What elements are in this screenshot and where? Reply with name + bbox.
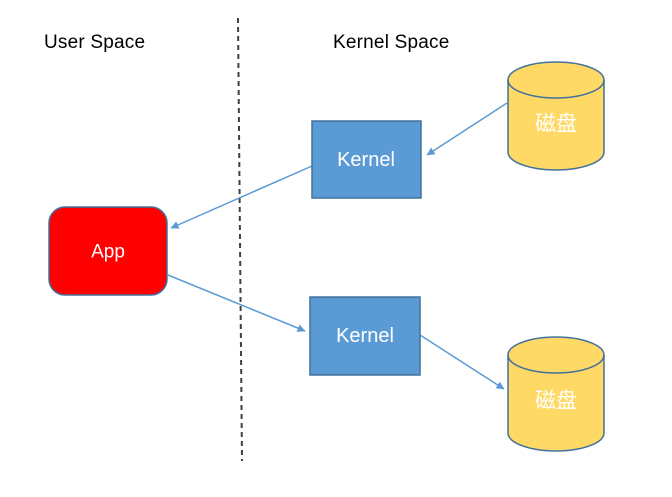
disk-top-cylinder-shape — [507, 61, 605, 171]
kernel-top-node: Kernel — [311, 120, 422, 199]
arrow-app-to-kernel-bottom — [167, 274, 306, 332]
arrow-kernel-bottom-to-disk-bottom — [419, 334, 505, 390]
kernel-top-node-shape — [311, 120, 422, 199]
arrow-kernel-top-to-app — [170, 165, 313, 229]
disk-top-cylinder-rim — [507, 79, 605, 99]
disk-top-node-label: 磁盘 — [535, 113, 577, 136]
arrow-disk-top-to-kernel-top — [426, 102, 508, 156]
space-divider-line — [237, 17, 243, 462]
app-node: App — [48, 206, 168, 296]
disk-bottom-cylinder-rim — [507, 354, 605, 374]
kernel-bottom-node-label: Kernel — [336, 325, 394, 347]
disk-bottom-node-label: 磁盘 — [535, 390, 577, 413]
disk-bottom-node: 磁盘 — [507, 336, 605, 452]
user-space-label: User Space — [44, 32, 145, 53]
kernel-bottom-node-shape — [309, 296, 421, 376]
app-node-label: App — [91, 242, 125, 263]
app-node-shape — [48, 206, 168, 296]
kernel-top-node-label: Kernel — [337, 149, 395, 171]
disk-top-node: 磁盘 — [507, 61, 605, 171]
kernel-bottom-node: Kernel — [309, 296, 421, 376]
disk-bottom-cylinder-shape — [507, 336, 605, 452]
kernel-space-label: Kernel Space — [333, 32, 449, 53]
